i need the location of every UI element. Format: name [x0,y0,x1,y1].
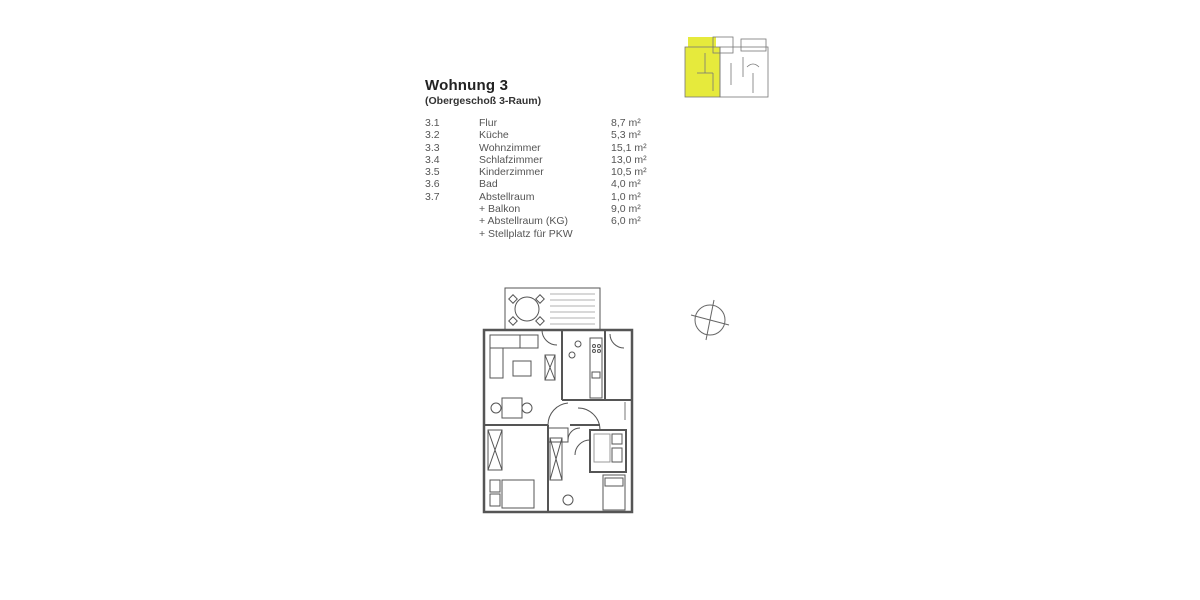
room-number: 3.6 [425,178,440,191]
room-row: 3.5 Kinderzimmer 10,5 m² [425,166,665,178]
room-name: Schlafzimmer [479,153,543,166]
room-name: Flur [479,117,498,129]
room-row: 3.3 Wohnzimmer 15,1 m² [425,142,665,154]
room-name: Wohnzimmer [479,141,541,154]
room-number: 3.7 [425,190,440,203]
room-row: 3.2 Küche 5,3 m² [425,129,665,141]
room-name: Kinderzimmer [479,166,544,179]
room-name: Abstellraum [479,190,535,203]
extra-row: + Abstellraum (KG) 6,0 m² [425,215,665,227]
room-number: 3.4 [425,153,440,166]
room-name: Küche [479,129,509,142]
room-area: 4,0 m² [611,178,641,191]
room-row: 3.4 Schlafzimmer 13,0 m² [425,154,665,166]
extra-row: + Balkon 9,0 m² [425,203,665,215]
room-list: 3.1 Flur 8,7 m² 3.2 Küche 5,3 m² 3.3 Wohnzimm… [425,117,665,240]
room-name: + Balkon [479,203,521,216]
apartment-title: Wohnung 3 [425,77,509,94]
room-row: 3.6 Bad 4,0 m² [425,178,665,190]
room-area: 6,0 m² [611,215,641,228]
room-number: 3.2 [425,129,440,142]
floor-plan [482,287,634,514]
room-area: 9,0 m² [611,203,641,216]
room-area: 1,0 m² [611,190,641,203]
room-name: + Abstellraum (KG) [479,215,568,228]
room-row: 3.7 Abstellraum 1,0 m² [425,191,665,203]
compass-icon [690,299,730,341]
room-number: 3.1 [425,117,440,129]
room-area: 15,1 m² [611,141,647,154]
room-area: 10,5 m² [611,166,647,179]
room-area: 5,3 m² [611,129,641,142]
room-number: 3.3 [425,141,440,154]
apartment-subtitle: (Obergeschoß 3-Raum) [425,95,542,107]
extra-row: + Stellplatz für PKW [425,228,665,240]
room-number: 3.5 [425,166,440,179]
room-name: Bad [479,178,498,191]
room-name: + Stellplatz für PKW [479,227,573,240]
room-area: 13,0 m² [611,153,647,166]
room-area: 8,7 m² [611,117,641,129]
building-thumbnail-icon [684,36,769,98]
room-row: 3.1 Flur 8,7 m² [425,117,665,129]
